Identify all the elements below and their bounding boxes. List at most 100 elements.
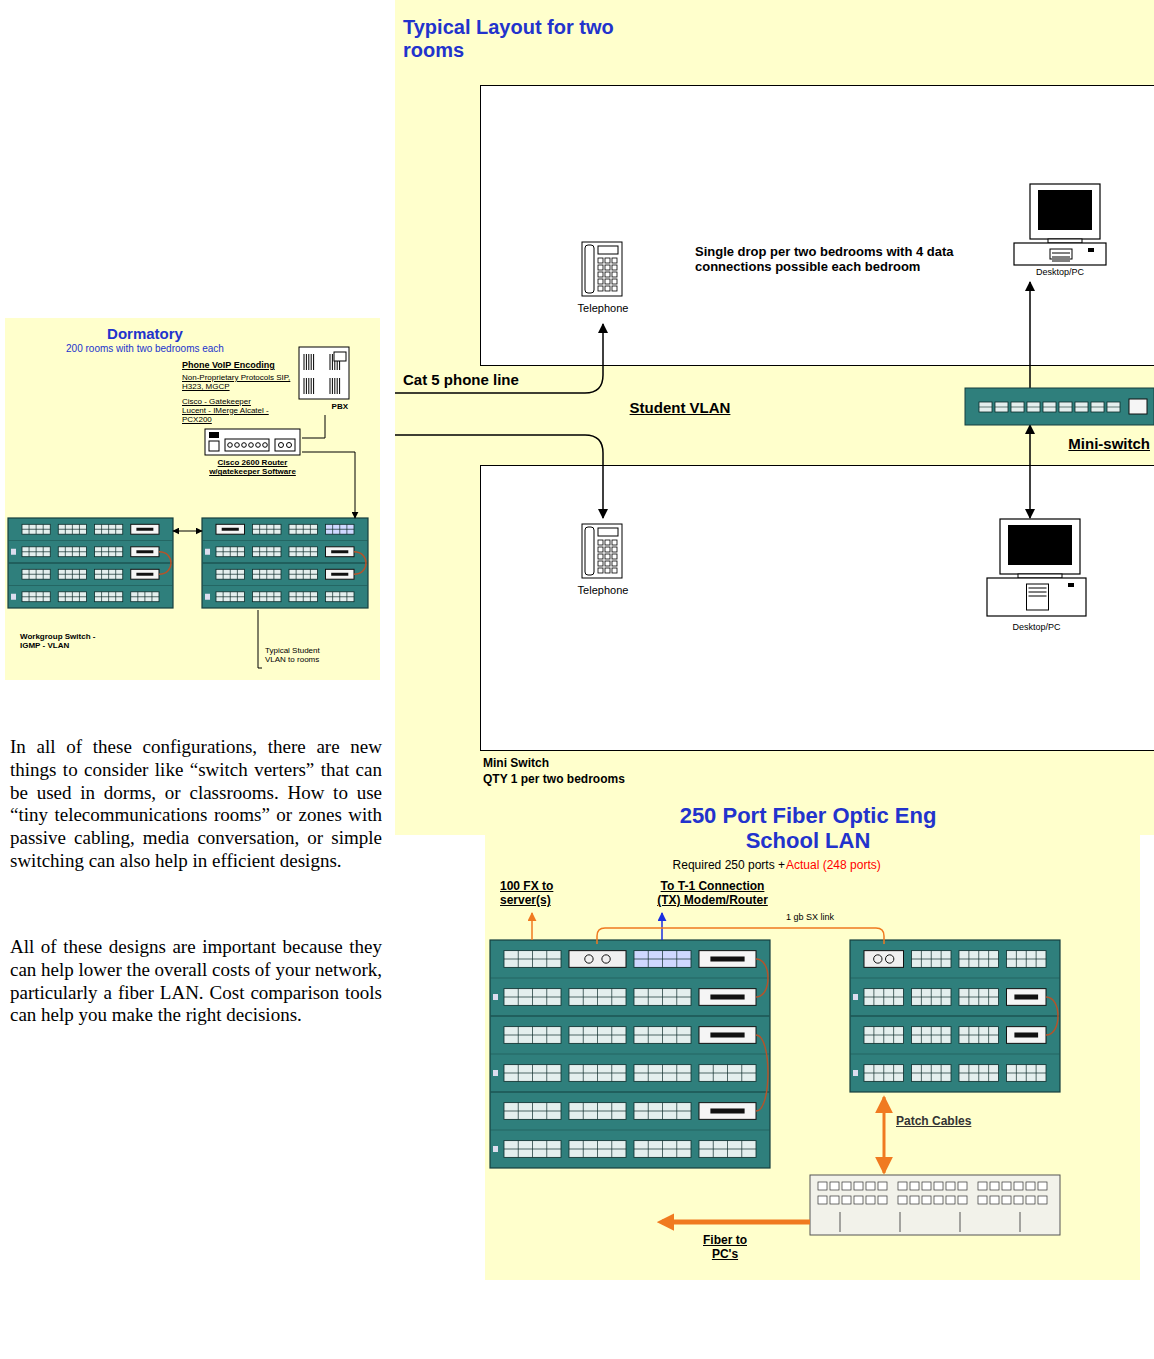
telephone-icon-part xyxy=(582,242,622,296)
workgroup-switch-drawing-part xyxy=(216,569,245,579)
mini-switch-drawing-part xyxy=(1059,407,1072,408)
pbx-heading: Phone VoIP Encoding xyxy=(182,360,297,370)
patch-panel-ports-part xyxy=(990,1182,999,1190)
connector xyxy=(302,415,325,438)
switch-stack-drawing-part xyxy=(504,1141,561,1158)
pbx-icon-part xyxy=(313,378,314,394)
telephone-icon-part xyxy=(612,554,617,559)
patch-panel-ports-part xyxy=(842,1182,851,1190)
telephone-icon-part xyxy=(582,524,622,578)
switch-stack-drawing-part xyxy=(756,1035,768,1111)
patch-panel-ports-part xyxy=(946,1182,955,1190)
pbx-icon-part xyxy=(330,354,331,370)
workgroup-switch-drawing-part xyxy=(216,551,245,552)
pbx-icon-part xyxy=(334,378,335,394)
workgroup-switch-drawing-part xyxy=(22,596,50,597)
telephone-icon-part xyxy=(612,568,617,573)
patch-panel-ports-part xyxy=(978,1196,987,1204)
telephone-icon-part xyxy=(598,568,603,573)
pbx-icon-part xyxy=(332,378,333,394)
telephone-icon-part xyxy=(598,279,603,284)
switch-stack-drawing-part xyxy=(504,1103,561,1120)
workgroup-switch-drawing-part xyxy=(95,524,123,534)
router-icon-part xyxy=(242,443,247,448)
router-icon-part xyxy=(249,443,254,448)
switch-stack-drawing-part xyxy=(504,1065,561,1082)
mini-switch-drawing xyxy=(965,388,1154,425)
pbx-icon-part xyxy=(299,347,349,399)
switch-stack-drawing-part xyxy=(569,1141,626,1158)
router-icon-part xyxy=(225,439,269,451)
patch-panel-ports-part xyxy=(898,1196,907,1204)
room-outline xyxy=(481,466,1154,751)
mini-switch-drawing-part xyxy=(1091,407,1104,408)
switch-stack-drawing-part xyxy=(634,1035,691,1036)
router-icon-part xyxy=(205,429,300,455)
patch-panel-ports-part xyxy=(1020,1212,1021,1232)
workgroup-switch-drawing-part xyxy=(354,552,366,575)
router-icon xyxy=(203,427,302,457)
panel-subtitle: 200 rooms with two bedrooms each xyxy=(10,343,280,355)
workgroup-switch-drawing-part xyxy=(326,529,355,530)
workgroup-switch-drawing-part xyxy=(253,574,282,575)
workgroup-switch-drawing-part xyxy=(289,547,318,557)
switch-stack-drawing-part xyxy=(853,994,858,1000)
note-label: QTY 1 per two bedrooms xyxy=(483,773,733,787)
switch-stack-drawing-part xyxy=(1007,1073,1047,1074)
switch-stack-drawing-part xyxy=(504,1035,561,1036)
desktop-pc-icon-part xyxy=(1014,243,1106,265)
body-paragraph: In all of these configurations, there ar… xyxy=(10,736,382,873)
workgroup-switch-drawing-part xyxy=(22,529,50,530)
pbx-icon-part xyxy=(304,354,305,370)
note-label: Mini Switch xyxy=(483,757,733,771)
patch-panel-ports-part xyxy=(934,1182,943,1190)
patch-panel-ports-part xyxy=(934,1196,943,1204)
switch-stack-drawing-part xyxy=(959,989,999,1006)
switch-stack-drawing-part xyxy=(504,989,561,1006)
switch-stack-drawing-part xyxy=(490,978,770,979)
switch-stack-drawing-part xyxy=(756,959,768,997)
patch-panel-ports-part xyxy=(990,1196,999,1204)
router-icon-part xyxy=(209,441,219,451)
lan-panel: 250 Port Fiber Optic Eng School LANRequi… xyxy=(485,795,1140,1280)
workgroup-switch-drawing-part xyxy=(58,574,86,575)
switch-stack-drawing-part xyxy=(634,1141,691,1158)
pbx-icon-part xyxy=(313,354,314,370)
mini-switch: Mini-switch xyxy=(965,388,1154,425)
workgroup-switch-drawing-part xyxy=(289,592,318,602)
pbx-icon-part xyxy=(334,352,346,361)
mini-switch-drawing-part xyxy=(1011,407,1024,408)
mini-switch-drawing-part xyxy=(1043,407,1056,408)
workgroup-switch-drawing-part xyxy=(289,529,318,530)
patch-panel xyxy=(810,1175,1060,1235)
patch-panel-ports-part xyxy=(898,1182,907,1190)
workgroup-switch-drawing-part xyxy=(95,569,123,579)
switch-stack-drawing-part xyxy=(569,1073,626,1074)
telephone-icon-part xyxy=(612,547,617,552)
switch-stack-drawing-part xyxy=(864,989,904,1006)
switch-stack-drawing-part xyxy=(504,1111,561,1112)
telephone-icon-part xyxy=(598,258,603,263)
desktop-pc-icon-part xyxy=(1052,257,1070,258)
switch-stack-drawing-part xyxy=(569,1111,626,1112)
telephone-icon-part xyxy=(605,265,610,270)
mini-switch-drawing-part xyxy=(1075,402,1088,412)
switch-stack-drawing-part xyxy=(912,1035,952,1036)
switch-stack-drawing-part xyxy=(504,1073,561,1074)
workgroup-switch-drawing-part xyxy=(326,592,355,602)
workgroup-switch-drawing xyxy=(8,518,368,608)
patch-panel-ports-part xyxy=(1026,1182,1035,1190)
switch-stack-drawing-part xyxy=(699,1141,756,1158)
connector xyxy=(173,531,202,532)
workgroup-switch-drawing-part xyxy=(8,518,173,608)
switch-stack-drawing-part xyxy=(699,951,756,968)
port-count-actual: Actual (248 ports) xyxy=(786,859,986,873)
switch-stack-drawing-part xyxy=(634,1103,691,1120)
link-label: Patch Cables xyxy=(896,1115,976,1129)
patch-panel-ports-part xyxy=(854,1196,863,1204)
mini-switch-drawing-part xyxy=(1091,402,1104,412)
patch-panel-ports-part xyxy=(1014,1196,1023,1204)
switch-stack-drawing-part xyxy=(699,1073,756,1074)
workgroup-switch-drawing-part xyxy=(326,547,355,557)
telephone-icon-part xyxy=(612,272,617,277)
